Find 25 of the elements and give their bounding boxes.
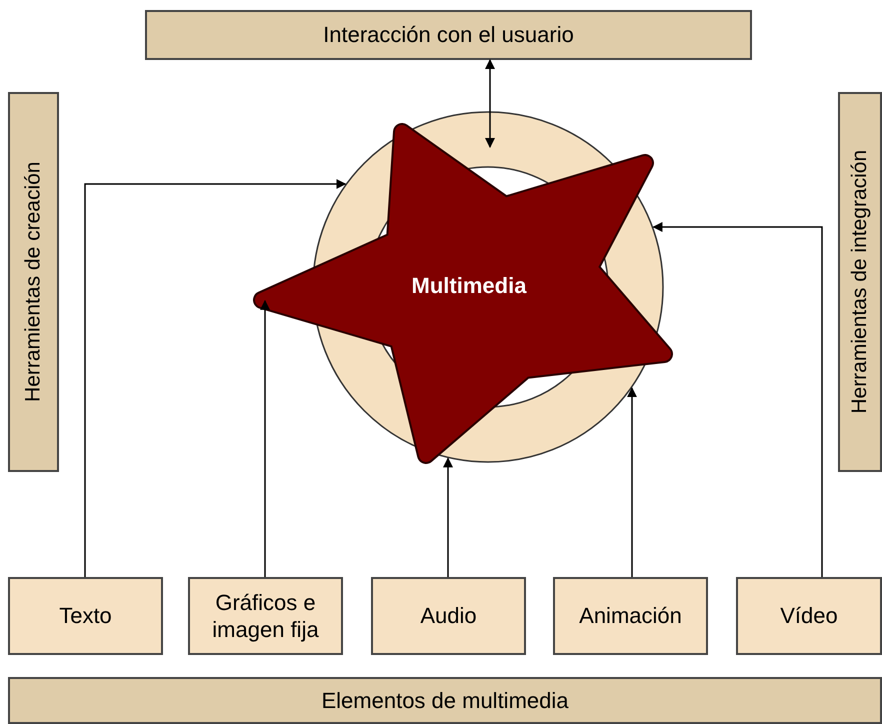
arrow	[260, 300, 270, 577]
box-label: Animación	[579, 602, 682, 630]
arrow	[443, 457, 453, 577]
element-box	[188, 577, 343, 655]
side-label: Herramientas de integración	[848, 150, 872, 414]
box-label: Vídeo	[780, 602, 838, 630]
box-label: Elementos de multimedia	[321, 686, 568, 714]
box-label: Audio	[420, 602, 477, 630]
side-bar	[838, 92, 882, 472]
side-label: Herramientas de creación	[22, 162, 45, 402]
element-box	[553, 577, 708, 655]
arrow	[485, 59, 495, 148]
box-label: Interacción con el usuario	[323, 21, 574, 49]
element-box	[8, 577, 163, 655]
element-box	[736, 577, 882, 655]
header-bar	[8, 677, 882, 724]
star-label: Multimedia	[412, 273, 526, 298]
element-box	[371, 577, 526, 655]
arrow	[627, 387, 637, 577]
side-bar	[8, 92, 59, 472]
arrow	[84, 179, 346, 577]
arrow	[652, 222, 823, 577]
header-bar	[145, 10, 752, 60]
box-label: Texto	[59, 602, 112, 630]
box-label: Gráficos e imagen fija	[211, 588, 320, 644]
